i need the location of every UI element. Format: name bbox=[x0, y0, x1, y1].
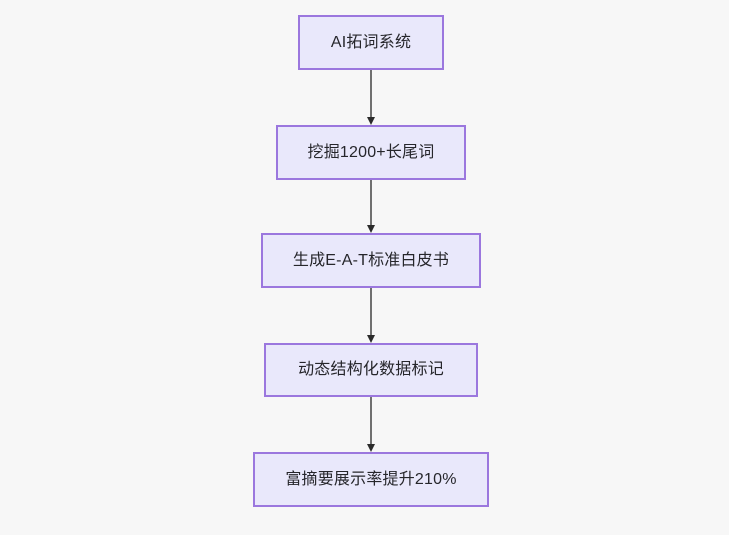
flowchart-node-n4[interactable]: 动态结构化数据标记 bbox=[264, 343, 478, 397]
flowchart-node-n5[interactable]: 富摘要展示率提升210% bbox=[253, 452, 489, 507]
edge-line bbox=[370, 397, 372, 444]
flowchart-node-n3[interactable]: 生成E-A-T标准白皮书 bbox=[261, 233, 481, 288]
arrow-down-icon bbox=[367, 117, 375, 125]
flowchart-node-label: 挖掘1200+长尾词 bbox=[307, 143, 435, 161]
flowchart-node-label: 生成E-A-T标准白皮书 bbox=[292, 251, 450, 269]
flowchart-edge-n1-n2 bbox=[367, 70, 376, 125]
edge-line bbox=[370, 70, 372, 117]
flowchart-node-n2[interactable]: 挖掘1200+长尾词 bbox=[276, 125, 466, 180]
flowchart-node-n1[interactable]: AI拓词系统 bbox=[298, 15, 444, 70]
edge-line bbox=[370, 288, 372, 335]
arrow-down-icon bbox=[367, 444, 375, 452]
flowchart-node-label: 富摘要展示率提升210% bbox=[285, 470, 457, 488]
flowchart-edge-n4-n5 bbox=[367, 397, 376, 452]
flowchart-edge-n2-n3 bbox=[367, 180, 376, 233]
edge-line bbox=[370, 180, 372, 225]
flowchart-edge-n3-n4 bbox=[367, 288, 376, 343]
flowchart-node-label: AI拓词系统 bbox=[330, 33, 412, 51]
flowchart-node-label: 动态结构化数据标记 bbox=[298, 361, 444, 378]
arrow-down-icon bbox=[367, 335, 375, 343]
arrow-down-icon bbox=[367, 225, 375, 233]
